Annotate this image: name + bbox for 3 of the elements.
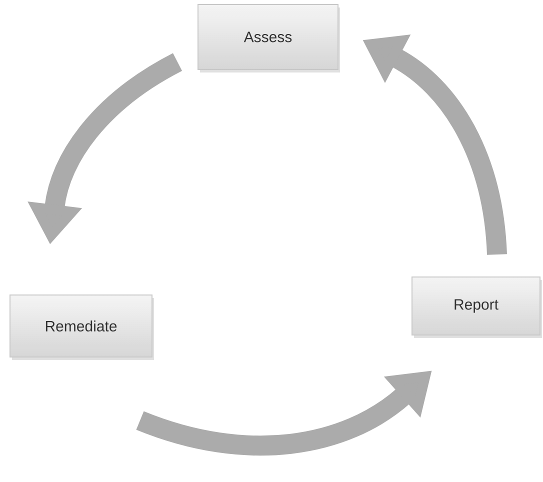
process-box: Report [412, 276, 540, 336]
process-box: Remediate [10, 294, 152, 358]
process-box: Assess [198, 4, 338, 70]
